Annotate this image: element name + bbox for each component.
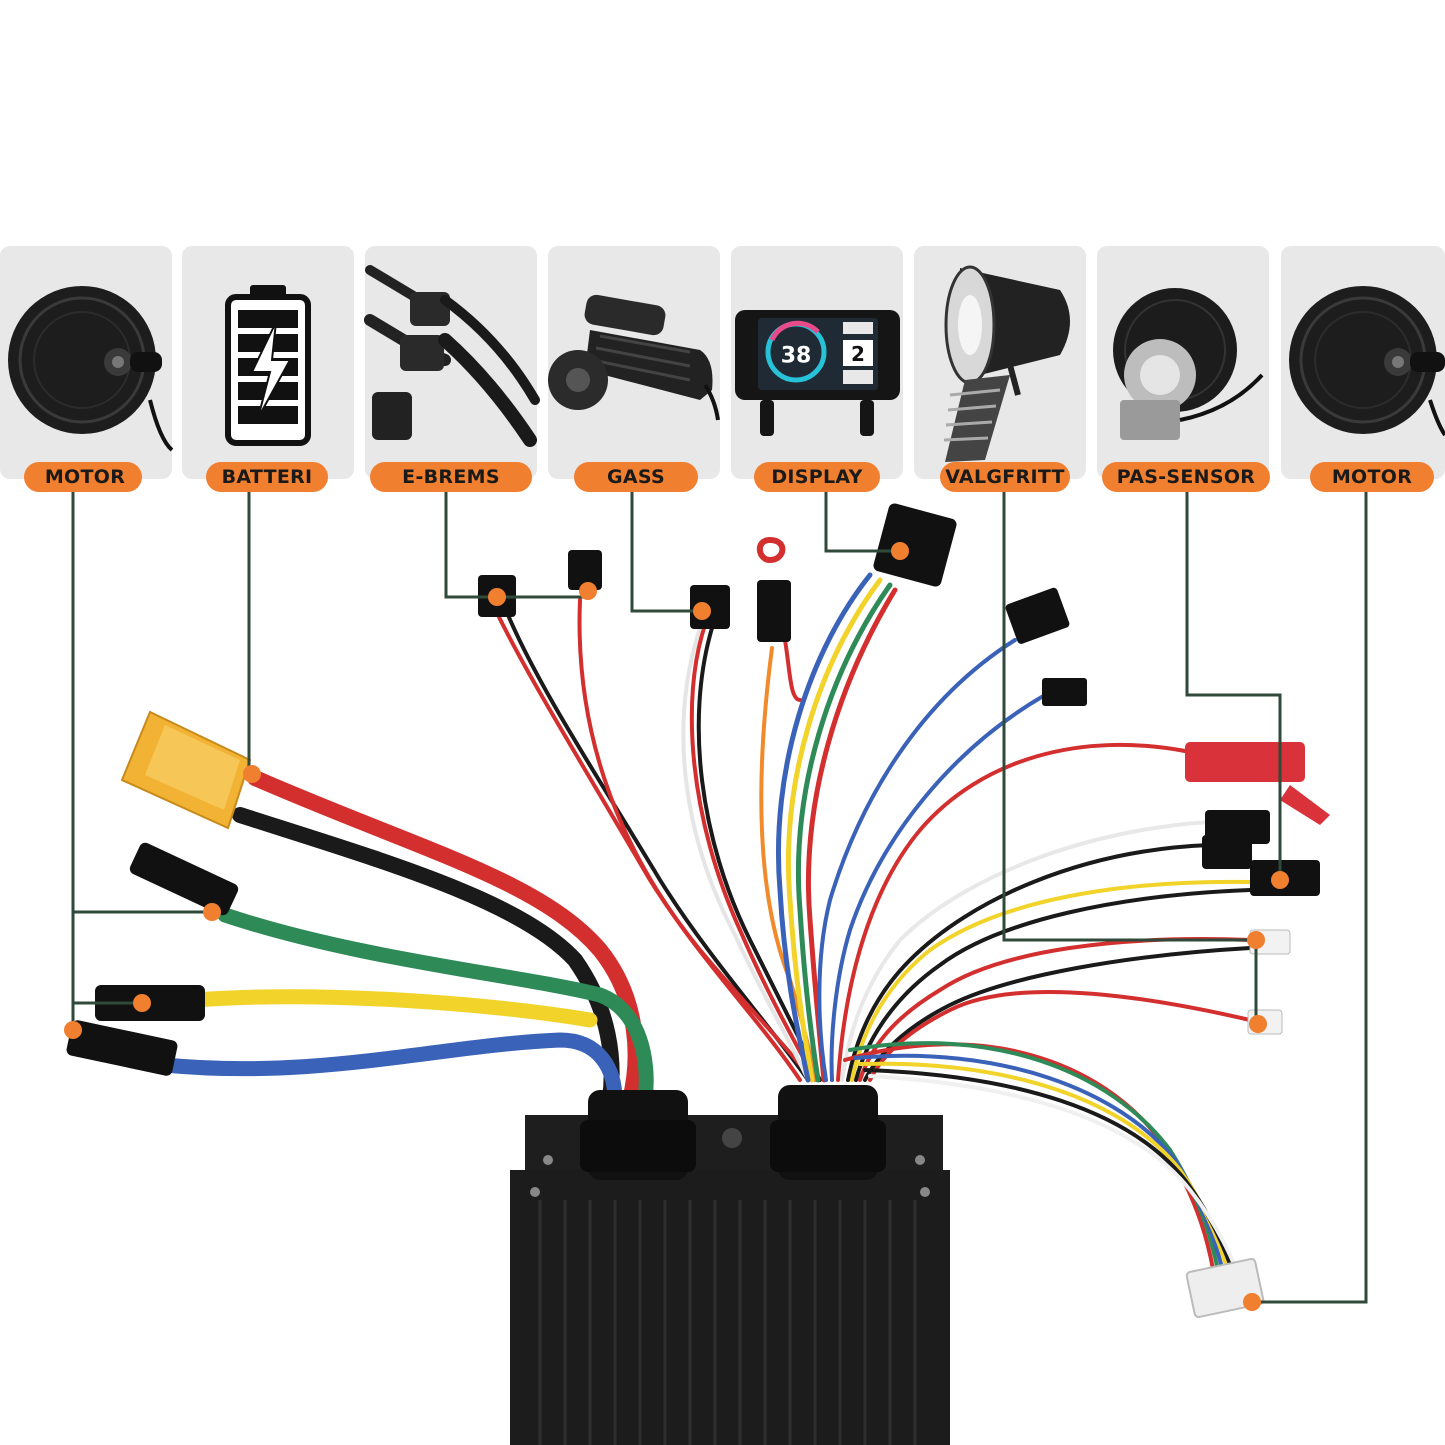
- callout-lines: [71, 492, 1368, 1304]
- wire-hall-blue: [853, 1053, 1227, 1282]
- label-valgfritt: VALGFRITT: [945, 466, 1065, 488]
- wire-pas-black: [854, 888, 1252, 1082]
- card-motor-right: MOTOR: [1281, 246, 1445, 492]
- wire-display-green: [795, 582, 893, 1083]
- label-batteri: BATTERI: [222, 466, 313, 488]
- wire-light-black: [863, 946, 1252, 1082]
- wires: [157, 572, 1252, 1282]
- label-display: DISPLAY: [771, 466, 862, 488]
- dot-pas-sensor: [1271, 871, 1289, 889]
- display-assist-level: 2: [851, 342, 865, 366]
- optional-connector-1: [1005, 587, 1070, 644]
- label-pas-sensor: PAS-SENSOR: [1117, 466, 1256, 488]
- lcd-display-icon: 38 2: [735, 310, 900, 436]
- wire-phase-yellow: [187, 989, 598, 1028]
- wire-right-white: [840, 820, 1212, 1082]
- hub-motor-icon: [1289, 286, 1445, 437]
- dot-motor-hall: [1243, 1293, 1261, 1311]
- wire-right-black: [846, 843, 1212, 1082]
- display-connector: [873, 503, 957, 587]
- dot-optional-2: [1249, 1015, 1267, 1033]
- wire-optional-blue-1: [817, 638, 1017, 1082]
- wire-battery-black: [232, 807, 620, 1108]
- wire-hall-white: [868, 1074, 1242, 1282]
- controller-box: [510, 1085, 950, 1445]
- dot-brake-2: [579, 582, 597, 600]
- optional-connector-2: [1042, 678, 1087, 706]
- leader-e-brems: [444, 492, 588, 599]
- callout-dots: [64, 542, 1289, 1311]
- wire-brake-red-2: [577, 598, 814, 1082]
- label-e-brems: E-BREMS: [402, 466, 500, 488]
- card-e-brems: E-BREMS: [364, 246, 540, 492]
- dot-motor-phase-1: [203, 903, 221, 921]
- ignition-fuse-connector: [756, 536, 791, 642]
- wire-phase-green: [217, 907, 654, 1108]
- xt60-battery-connector: [120, 710, 252, 830]
- leader-display: [824, 492, 900, 553]
- cable-gland-left: [580, 1090, 696, 1180]
- dot-battery: [243, 765, 261, 783]
- wire-aux-red: [868, 989, 1252, 1082]
- pas-sensor-disc-icon: [1113, 288, 1264, 440]
- card-batteri: BATTERI: [182, 246, 354, 492]
- dot-optional-1: [1247, 931, 1265, 949]
- dot-brake-1: [488, 588, 506, 606]
- dot-display: [891, 542, 909, 560]
- card-motor-left: MOTOR: [0, 246, 174, 492]
- card-valgfritt: VALGFRITT: [914, 246, 1086, 492]
- leader-motor-right: [1252, 492, 1368, 1304]
- display-speed: 38: [781, 344, 812, 369]
- wire-hall-black: [863, 1068, 1237, 1282]
- label-gass: GASS: [607, 466, 665, 488]
- cable-gland-right: [770, 1085, 886, 1180]
- dot-motor-phase-3: [64, 1021, 82, 1039]
- brake-lever-icon: [364, 265, 540, 447]
- wire-optional-blue-2: [829, 693, 1047, 1082]
- wire-ignition-red: [783, 638, 802, 702]
- card-gass: GASS: [548, 246, 720, 492]
- leader-valgfritt: [1002, 492, 1256, 942]
- headlight-icon: [943, 265, 1070, 462]
- wire-pas-red: [836, 742, 1192, 1082]
- red-connector: [1185, 742, 1330, 825]
- dot-motor-phase-2: [133, 994, 151, 1012]
- hub-motor-icon: [8, 286, 174, 452]
- wire-throttle-red: [689, 623, 817, 1082]
- wire-throttle-white: [681, 626, 810, 1082]
- label-motor-left: MOTOR: [45, 466, 125, 488]
- component-cards: MOTOR BATTERI: [0, 246, 1445, 492]
- card-pas-sensor: PAS-SENSOR: [1097, 246, 1270, 492]
- throttle-grip-icon: [548, 294, 720, 421]
- dot-throttle: [693, 602, 711, 620]
- wire-pas-yellow: [850, 879, 1252, 1082]
- battery-icon: [225, 285, 311, 446]
- motor-phase-connectors: [66, 842, 239, 1076]
- leader-gass: [630, 492, 700, 613]
- wire-display-yellow: [785, 577, 883, 1083]
- wire-phase-blue: [157, 1032, 623, 1108]
- wire-hall-green: [848, 1041, 1222, 1282]
- wire-display-blue: [775, 572, 873, 1083]
- label-motor-right: MOTOR: [1332, 466, 1412, 488]
- leader-pas-sensor: [1185, 492, 1282, 880]
- card-display: 38 2 DISPLAY: [731, 246, 903, 492]
- wire-hall-yellow: [858, 1061, 1232, 1282]
